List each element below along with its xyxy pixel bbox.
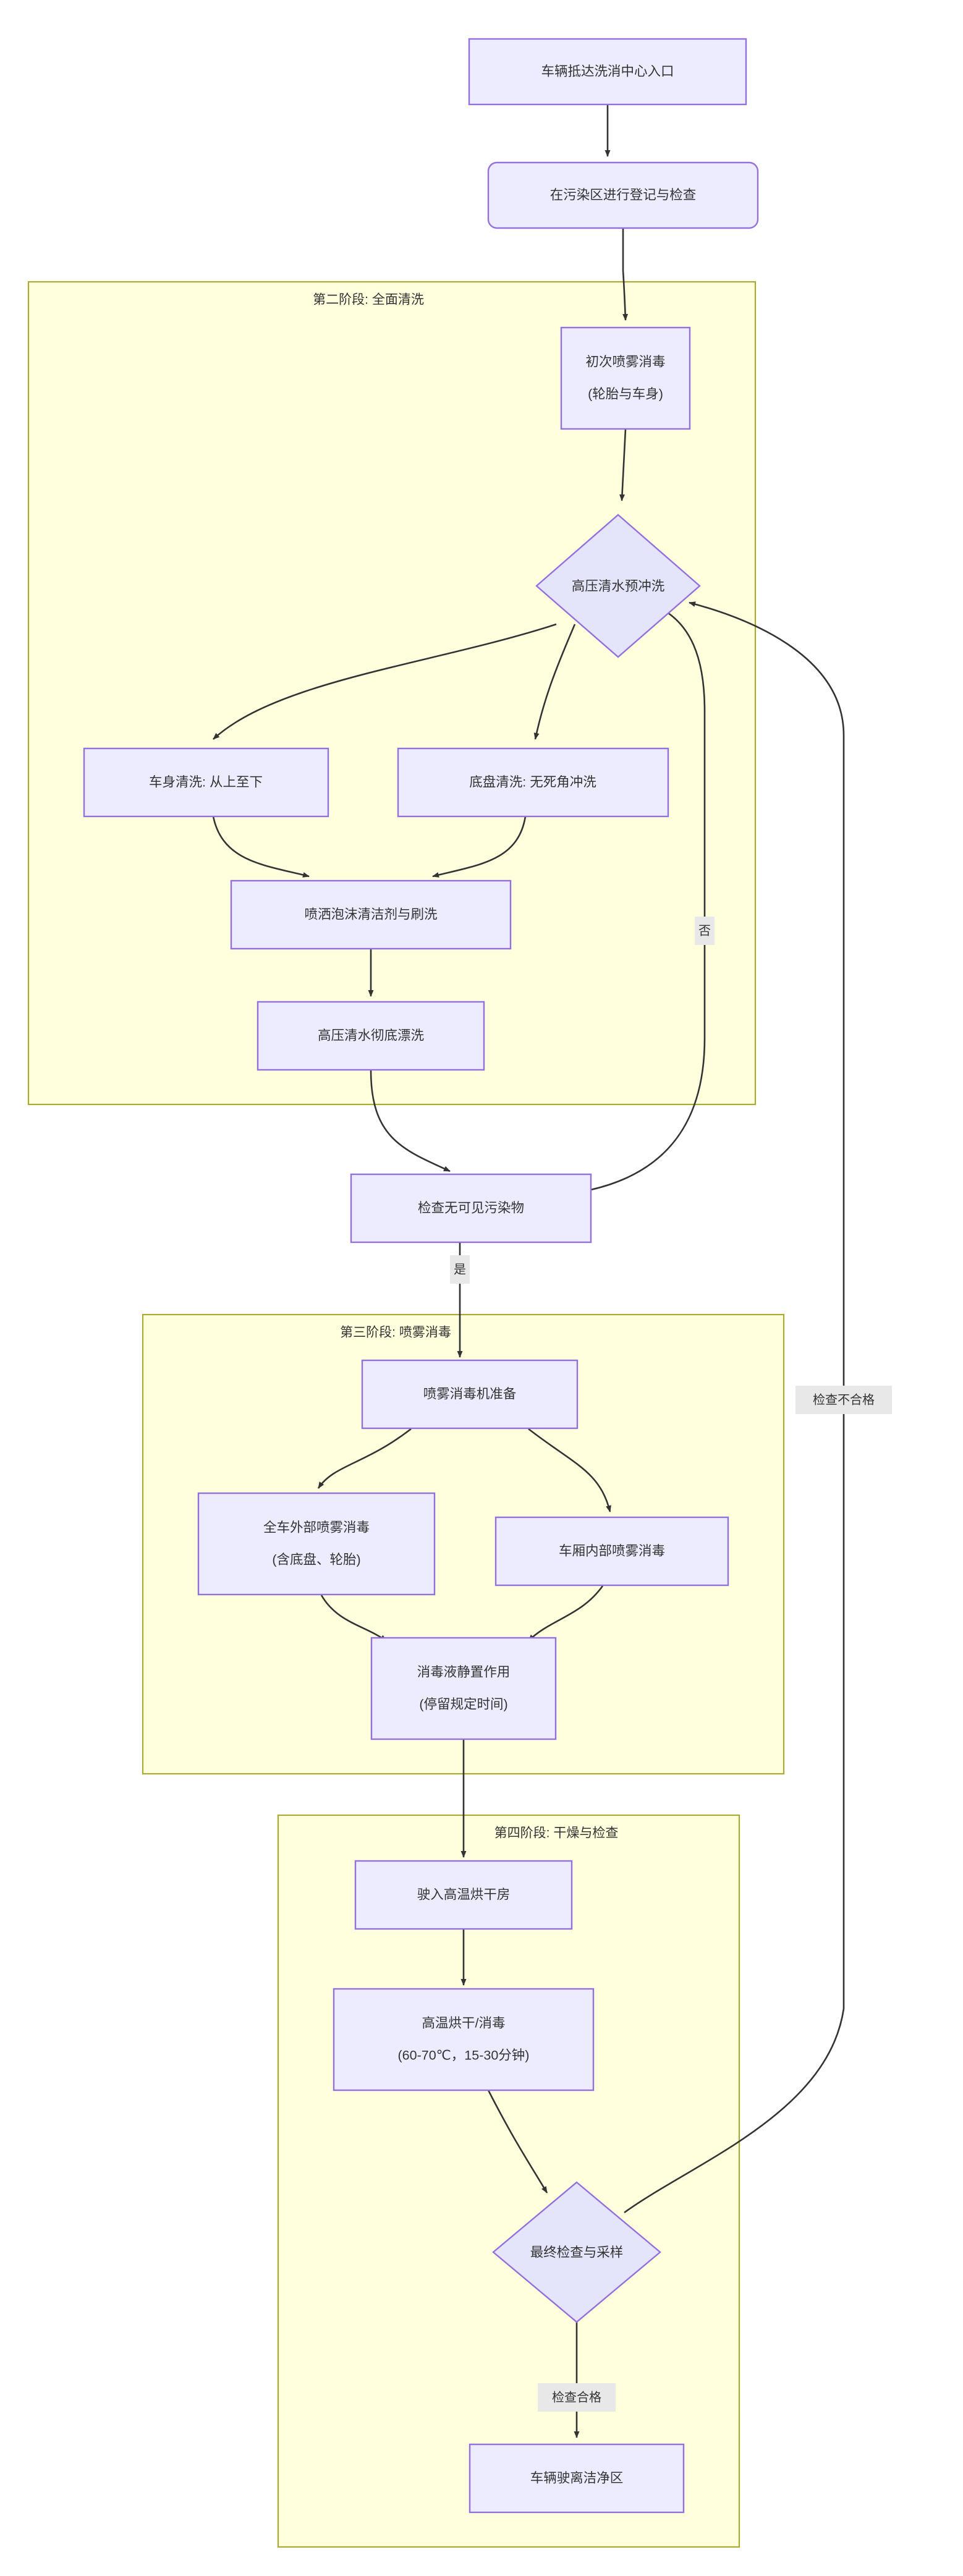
edge-label-no-text: 否	[698, 924, 711, 938]
edge-label-yes-bg	[450, 1255, 470, 1284]
node-highpressure-prewash-decision[interactable]: 高压清水预冲洗	[535, 514, 701, 658]
edge-rinse-to-inspect	[370, 1069, 451, 1172]
node-foam-detergent-brush-box[interactable]	[230, 879, 512, 950]
node-register-inspection[interactable]: 在污染区进行登记与检查	[487, 161, 759, 229]
edge-label-inspection-fail-bg	[795, 1386, 892, 1414]
node-high-temp-drying-box[interactable]	[333, 1988, 595, 2091]
node-enter-drying-room[interactable]: 驶入高温烘干房	[354, 1860, 573, 1930]
node-highpressure-final-rinse-box[interactable]	[257, 1001, 485, 1071]
edge-label-inspection-fail-text: 检查不合格	[813, 1392, 875, 1407]
edge-drying-to-final-check	[487, 2090, 548, 2193]
node-enter-drying-room-box[interactable]	[354, 1860, 573, 1930]
node-high-temp-drying-line1: 高温烘干/消毒	[422, 2016, 506, 2031]
edge-label-inspection-fail: 检查不合格	[795, 1386, 892, 1414]
node-initial-spray-disinfection-line2: (轮胎与车身)	[588, 387, 663, 402]
cluster-phase4-box	[277, 1814, 740, 2548]
node-final-inspection-sampling-decision[interactable]: 最终检查与采样	[492, 2181, 661, 2323]
node-final-inspection-sampling-decision-shape[interactable]	[492, 2181, 661, 2323]
node-highpressure-final-rinse[interactable]: 高压清水彻底漂洗	[257, 1001, 485, 1071]
node-disinfectant-dwell-box[interactable]	[370, 1637, 557, 1740]
node-enter-drying-room-label: 驶入高温烘干房	[417, 1888, 511, 1902]
edge-sprayprep-to-ext-spray	[317, 1428, 412, 1489]
node-initial-spray-disinfection[interactable]: 初次喷雾消毒 (轮胎与车身)	[560, 326, 691, 430]
node-body-wash-box[interactable]	[83, 747, 329, 818]
cluster-phase4-label: 第四阶段: 干燥与检查	[494, 1826, 619, 1841]
node-highpressure-final-rinse-label: 高压清水彻底漂洗	[318, 1028, 424, 1043]
node-disinfectant-dwell-line1: 消毒液静置作用	[417, 1665, 511, 1680]
node-exterior-spray-disinfection-box[interactable]	[197, 1492, 436, 1596]
node-register-inspection-box[interactable]	[487, 161, 759, 229]
node-high-temp-drying[interactable]: 高温烘干/消毒 (60-70℃，15-30分钟)	[333, 1988, 595, 2091]
node-vehicle-exits-clean-zone-label: 车辆驶离洁净区	[530, 2471, 624, 2486]
node-initial-spray-disinfection-box[interactable]	[560, 326, 691, 430]
node-exterior-spray-disinfection-line1: 全车外部喷雾消毒	[263, 1520, 370, 1535]
edge-int-spray-to-dwell	[528, 1585, 604, 1642]
node-foam-detergent-brush[interactable]: 喷洒泡沫清洁剂与刷洗	[230, 879, 512, 950]
node-register-inspection-label: 在污染区进行登记与检查	[550, 188, 697, 203]
edge-bodywash-to-foam	[212, 816, 310, 878]
node-disinfectant-dwell[interactable]: 消毒液静置作用 (停留规定时间)	[370, 1637, 557, 1740]
node-spray-machine-prep-label: 喷雾消毒机准备	[423, 1387, 517, 1402]
node-inspect-no-visible-contamination-label: 检查无可见污染物	[418, 1201, 524, 1216]
node-inspect-no-visible-contamination[interactable]: 检查无可见污染物	[350, 1173, 592, 1244]
edge-ext-spray-to-dwell	[320, 1595, 387, 1642]
edge-chassiswash-to-foam	[432, 816, 527, 878]
node-foam-detergent-brush-label: 喷洒泡沫清洁剂与刷洗	[304, 907, 437, 922]
edge-prewash-to-bodywash	[213, 623, 557, 740]
edge-label-no: 否	[695, 917, 715, 945]
node-vehicle-exits-clean-zone-box[interactable]	[469, 2443, 685, 2514]
node-exterior-spray-disinfection[interactable]: 全车外部喷雾消毒 (含底盘、轮胎)	[197, 1492, 436, 1596]
node-vehicle-arrives-box[interactable]	[468, 38, 747, 106]
node-inspect-no-visible-contamination-box[interactable]	[350, 1173, 592, 1244]
edge-label-inspection-pass-text: 检查合格	[552, 2390, 601, 2404]
node-body-wash-label: 车身清洗: 从上至下	[149, 775, 263, 790]
node-chassis-wash-box[interactable]	[397, 747, 669, 818]
node-highpressure-prewash-decision-shape[interactable]	[535, 514, 701, 658]
node-interior-spray-disinfection-label: 车厢内部喷雾消毒	[559, 1544, 665, 1559]
node-vehicle-arrives[interactable]: 车辆抵达洗消中心入口	[468, 38, 747, 106]
node-body-wash[interactable]: 车身清洗: 从上至下	[83, 747, 329, 818]
node-chassis-wash[interactable]: 底盘清洗: 无死角冲洗	[397, 747, 669, 818]
cluster-phase4: 第四阶段: 干燥与检查	[277, 1814, 740, 2548]
edge-final-check-fail-to-prewash	[624, 601, 845, 2214]
node-vehicle-arrives-label: 车辆抵达洗消中心入口	[541, 64, 674, 79]
edge-sprayprep-to-int-spray	[528, 1428, 611, 1512]
edge-label-inspection-pass-bg	[538, 2383, 616, 2412]
edge-prespray-to-prewash	[619, 428, 627, 501]
edge-label-inspection-pass: 检查合格	[538, 2383, 616, 2412]
cluster-phase2-label: 第二阶段: 全面清洗	[313, 293, 424, 307]
node-highpressure-prewash-decision-label: 高压清水预冲洗	[572, 579, 665, 594]
node-disinfectant-dwell-line2: (停留规定时间)	[419, 1697, 507, 1712]
edge-label-yes-text: 是	[454, 1263, 466, 1276]
edge-layer	[212, 104, 845, 2438]
node-interior-spray-disinfection-box[interactable]	[494, 1516, 729, 1587]
node-initial-spray-disinfection-line1: 初次喷雾消毒	[585, 355, 665, 370]
node-interior-spray-disinfection[interactable]: 车厢内部喷雾消毒	[494, 1516, 729, 1587]
edge-inspect-no-to-prewash	[590, 608, 706, 1191]
node-spray-machine-prep-box[interactable]	[361, 1359, 579, 1430]
node-chassis-wash-label: 底盘清洗: 无死角冲洗	[469, 775, 596, 790]
edge-register-to-prespray	[622, 228, 629, 321]
edge-prewash-to-chassiswash	[533, 624, 576, 740]
edge-label-no-bg	[695, 917, 715, 945]
cluster-phase3-label: 第三阶段: 喷雾消毒	[340, 1326, 451, 1340]
node-exterior-spray-disinfection-line2: (含底盘、轮胎)	[272, 1553, 360, 1567]
node-high-temp-drying-line2: (60-70℃，15-30分钟)	[398, 2048, 530, 2063]
node-spray-machine-prep[interactable]: 喷雾消毒机准备	[361, 1359, 579, 1430]
node-vehicle-exits-clean-zone[interactable]: 车辆驶离洁净区	[469, 2443, 685, 2514]
edge-label-yes: 是	[450, 1255, 470, 1284]
node-final-inspection-sampling-decision-label: 最终检查与采样	[530, 2245, 624, 2260]
